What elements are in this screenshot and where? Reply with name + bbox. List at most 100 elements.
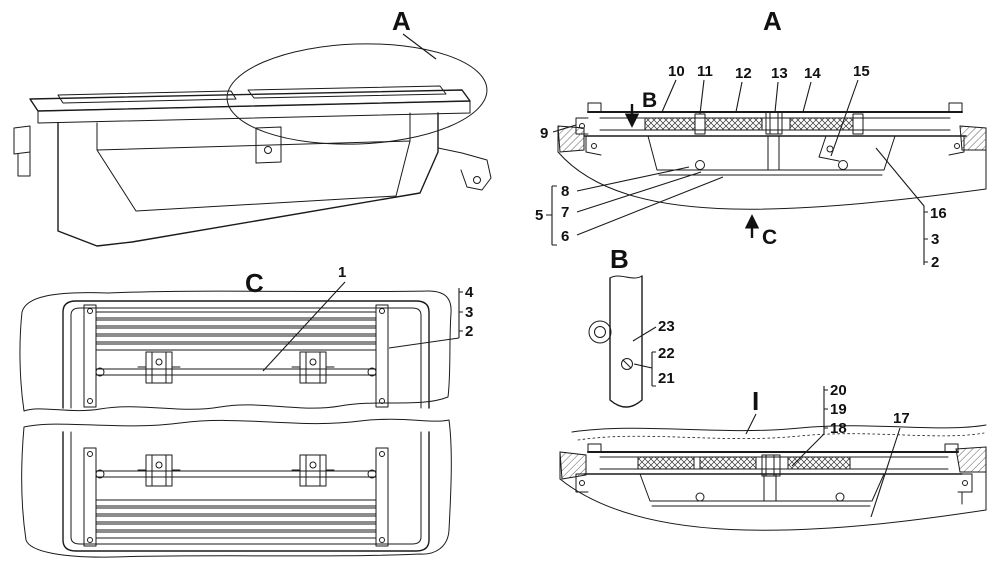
callout-1: 1 [338,264,346,281]
leader-line [576,171,702,213]
clamp-left [137,351,181,384]
callout-3: 3 [931,231,939,248]
upper-break-outline [19,290,452,412]
view-b-title: B [610,244,629,274]
lug-boss [588,320,612,344]
hinge-hole [264,146,272,154]
callout-3: 3 [465,304,473,321]
upper-frame-outer [62,300,430,409]
foot-bolt [591,143,597,149]
mesh-strip [644,117,696,131]
leader-line [830,79,859,157]
left-foot-block [13,125,31,177]
slat [95,327,377,335]
lug-hole [594,326,606,338]
group-bracket-432 [388,288,463,349]
roller [835,492,845,502]
tie-rod [95,368,377,376]
leader-line [699,79,705,115]
right-end-cap [944,443,959,453]
slat [95,499,377,507]
sheet-cut-hatch-left [557,125,585,153]
callout-19: 19 [830,401,847,418]
leader-line [552,124,577,133]
leader-line [774,81,779,113]
deck-front-edge [37,100,471,124]
latch [818,135,840,162]
direction-label-c: C [762,226,777,249]
callout-20: 20 [830,382,847,399]
roller [838,160,848,170]
center-clamp-lines [769,111,779,135]
leader-line [576,166,690,192]
slat [95,335,377,343]
corner-bolt [379,308,385,314]
callout-8: 8 [561,183,569,200]
right-angle-bracket [957,473,973,505]
lower-frame-outer [62,431,430,552]
screw-head [621,358,633,370]
callout-2: 2 [931,254,939,271]
group-bracket-2221 [633,351,656,387]
corner-bolt [87,451,93,457]
callout-5: 5 [535,207,543,224]
clamp-bolt [155,461,163,469]
callout-21: 21 [658,370,675,387]
slat [95,319,377,327]
corner-bolt [87,308,93,314]
roller [695,492,705,502]
view-c-title: C [245,268,264,298]
roller [695,160,705,170]
leader-line [870,427,901,518]
callout-18: 18 [830,420,847,437]
rod-end [367,367,377,377]
leader-line [735,81,743,113]
hatch-lid-left [57,90,237,104]
slat [95,343,377,351]
hull-recess [96,112,411,212]
leader-line [262,281,346,372]
view-a-title: A [763,6,782,36]
callout-16: 16 [930,205,947,222]
connector-block [694,113,706,135]
hinge-bracket [255,126,282,164]
callout-17: 17 [893,410,910,427]
callout-7: 7 [561,204,569,221]
clamp-bolt [309,461,317,469]
center-clamp-lines [765,454,775,477]
hatch-lid-right [247,85,447,99]
leader-line [802,81,812,113]
mesh-strip [704,117,763,131]
mesh-strip [699,456,757,470]
rod-end [95,367,105,377]
rod-break-top [609,275,643,279]
side-bar-left [83,447,97,547]
latch-bolt [826,145,834,153]
lower-frame-inner [70,431,422,545]
slat [95,515,377,523]
center-post [761,135,787,171]
screw-slot [622,359,632,369]
leader-line [661,79,677,113]
side-bar-left [83,304,97,408]
bracket-bolt [962,480,968,486]
sheet-texture [577,432,985,441]
mesh-strip [787,456,851,470]
leader-line [576,176,724,236]
slat [95,507,377,515]
corner-bolt [379,398,385,404]
detail-a-boundary [226,43,488,145]
leader-line [632,326,657,342]
callout-15: 15 [853,63,870,80]
direction-label-b: B [642,89,657,112]
view-section-i: I 20 19 18 17 [559,382,987,531]
connector-block [852,113,864,135]
bracket-bolt [579,480,585,486]
center-clamp [765,111,783,135]
side-bar-right [375,304,389,408]
corner-bolt [379,451,385,457]
sheet-cut-hatch-right [955,446,987,473]
sheet-break-line [557,151,987,210]
view-perspective: A [13,6,492,247]
